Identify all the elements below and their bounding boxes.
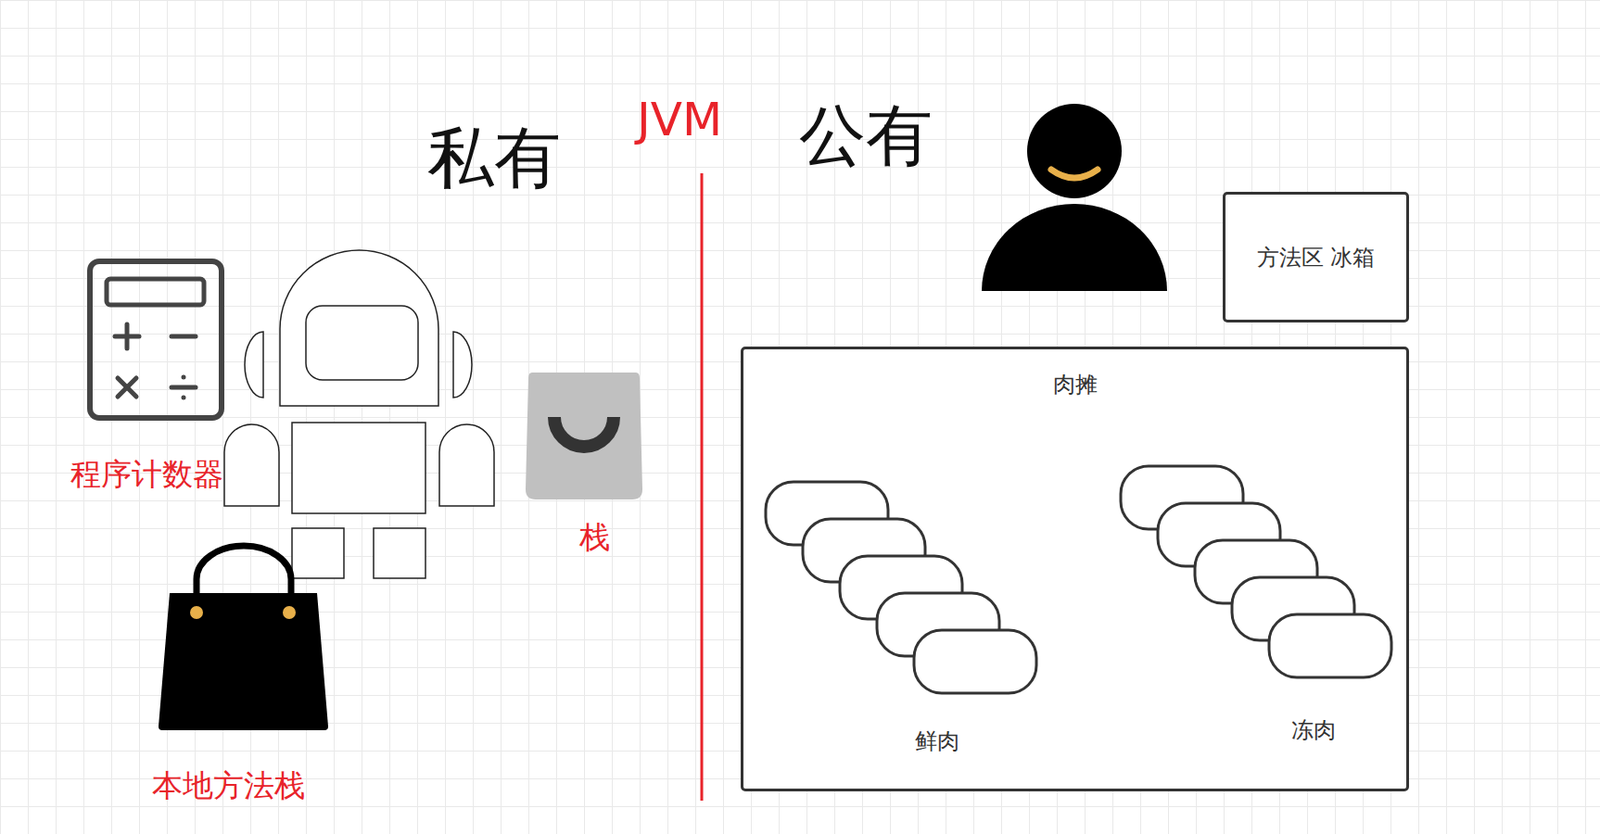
part-label: 栈 (579, 520, 610, 556)
stack-bag-icon (525, 372, 643, 500)
divider-line (700, 173, 704, 801)
meat-label: 鲜肉 (914, 729, 960, 756)
node-label: 方法区 冰箱 (1257, 242, 1376, 273)
method-area-box: 方法区 冰箱 (1222, 191, 1410, 323)
native-stack-handbag-icon (158, 546, 329, 731)
public-heading: 公有 (799, 97, 933, 175)
private-heading: 私有 (427, 119, 561, 197)
jvm-heading: JVM (636, 93, 723, 148)
person-icon (981, 103, 1168, 292)
meat-label: 冻肉 (1291, 718, 1336, 745)
part-label: 本地方法栈 (152, 768, 305, 804)
robot-figure (224, 250, 495, 579)
node-label: 肉摊 (1053, 369, 1098, 400)
calculator-icon (89, 261, 222, 419)
part-label: 程序计数器 (70, 457, 224, 493)
